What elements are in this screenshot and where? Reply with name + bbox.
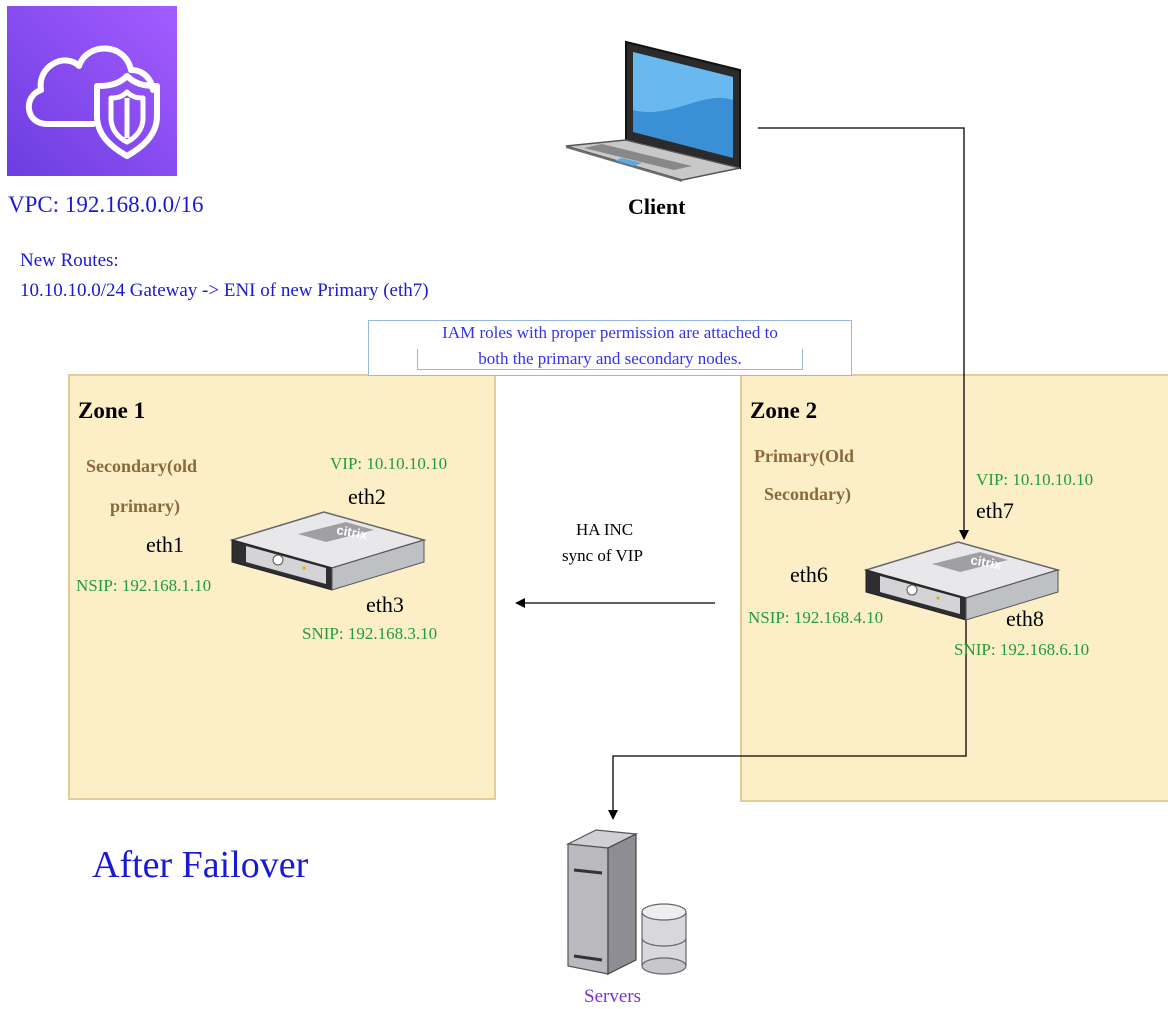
- zone-1-box: [68, 374, 496, 800]
- zone-2-eth8: eth8: [1006, 606, 1044, 631]
- zone-1-snip: SNIP: 192.168.3.10: [302, 624, 438, 643]
- zone-1-vip: VIP: 10.10.10.10: [330, 454, 448, 473]
- zone-2-citrix-appliance-icon: citrix: [862, 540, 1062, 622]
- server-database-icon: [560, 826, 690, 976]
- zone-2-title: Zone 2: [750, 398, 818, 423]
- new-routes-title: New Routes:: [20, 250, 119, 271]
- zone-2-role-line-1: Primary(Old: [754, 446, 854, 466]
- zone-2-brand: citrix: [969, 552, 1003, 572]
- zone-2-role-line-2: Secondary): [764, 484, 851, 504]
- zone-1-nsip: NSIP: 192.168.1.10: [76, 576, 212, 595]
- zone-1-citrix-appliance-icon: citrix: [228, 510, 428, 592]
- iam-roles-note: IAM roles with proper permission are att…: [368, 320, 852, 376]
- client-label: Client: [628, 194, 686, 219]
- vpc-cloud-shield-icon: [7, 6, 177, 176]
- vpc-label: VPC: 192.168.0.0/16: [8, 192, 204, 217]
- primary-to-servers-connector: [608, 620, 967, 820]
- ha-sync-line-1: HA INC: [576, 520, 634, 539]
- zone-1-eth3: eth3: [366, 592, 404, 617]
- new-routes-entry: 10.10.10.0/24 Gateway -> ENI of new Prim…: [20, 280, 429, 301]
- servers-label: Servers: [584, 986, 641, 1007]
- zone-1-eth1: eth1: [146, 532, 184, 557]
- laptop-icon: [562, 40, 758, 182]
- after-failover-heading: After Failover: [92, 844, 309, 886]
- iam-note-line-2: both the primary and secondary nodes.: [417, 349, 803, 371]
- zone-2-vip: VIP: 10.10.10.10: [976, 470, 1094, 489]
- zone-2-eth7: eth7: [976, 498, 1014, 523]
- zone-1-role-line-1: Secondary(old: [86, 456, 198, 476]
- client-to-primary-connector: [758, 127, 969, 540]
- ha-sync-line-2: sync of VIP: [562, 546, 643, 565]
- zone-1-role-line-2: primary): [110, 496, 180, 516]
- zone-1-brand: citrix: [335, 522, 369, 542]
- zone-2-snip: SNIP: 192.168.6.10: [954, 640, 1090, 659]
- iam-note-line-1: IAM roles with proper permission are att…: [442, 323, 778, 342]
- zone-2-nsip: NSIP: 192.168.4.10: [748, 608, 884, 627]
- zone-2-eth6: eth6: [790, 562, 828, 587]
- zone-1-title: Zone 1: [78, 398, 146, 423]
- zone-1-eth2: eth2: [348, 484, 386, 509]
